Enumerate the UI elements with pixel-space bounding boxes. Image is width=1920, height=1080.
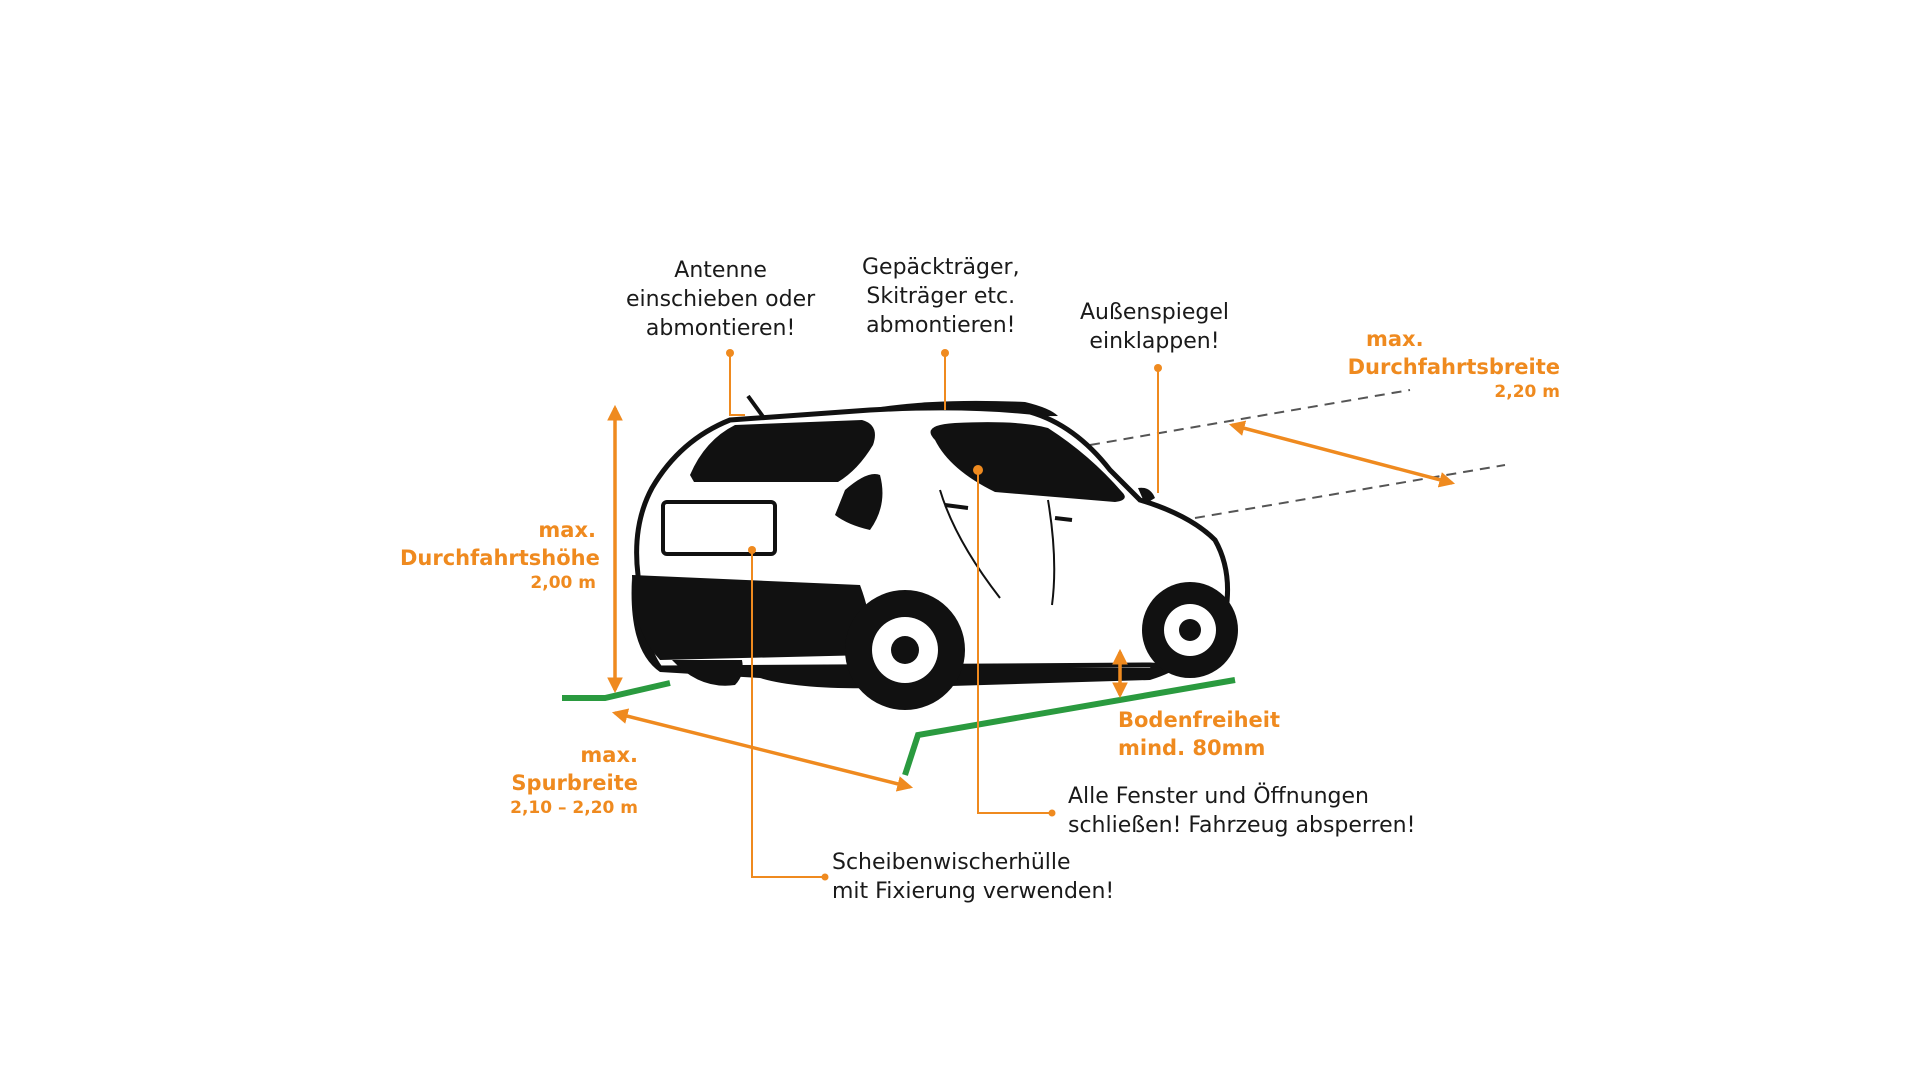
clearance-title: Bodenfreiheit bbox=[1118, 708, 1281, 732]
passage-width-value: 2,20 m bbox=[1494, 382, 1560, 403]
callout-leaders bbox=[729, 353, 1159, 878]
dimension-arrows bbox=[607, 404, 1456, 792]
callout-roof-rack-line-1: Gepäckträger, bbox=[862, 255, 1020, 280]
callout-windows-line-1: Alle Fenster und Öffnungen bbox=[1068, 784, 1369, 809]
callout-dots bbox=[726, 349, 1162, 881]
callout-antenna: Antenne einschieben oder abmontieren! bbox=[626, 256, 815, 343]
track-width-arrow bbox=[611, 708, 914, 792]
passage-width-arrow bbox=[1228, 420, 1456, 488]
height-title: Durchfahrtshöhe bbox=[400, 545, 600, 570]
dimension-label-passage-width: max. Durchfahrtsbreite 2,20 m bbox=[1320, 326, 1560, 404]
antenna-leader bbox=[729, 353, 745, 416]
callout-wiper-line-2: mit Fixierung verwenden! bbox=[832, 879, 1115, 905]
clearance-value: mind. 80mm bbox=[1118, 735, 1266, 760]
callout-roof-rack-line-2: Skiträger etc. bbox=[866, 284, 1016, 310]
callout-mirror-line-2: einklappen! bbox=[1089, 329, 1220, 355]
dimension-label-ground-clearance: Bodenfreiheit mind. 80mm bbox=[1118, 707, 1280, 762]
callout-wiper: Scheibenwischerhülle mit Fixierung verwe… bbox=[832, 848, 1114, 906]
dimension-label-height: max. Durchfahrtshöhe 2,00 m bbox=[400, 517, 600, 595]
callout-roof-rack-line-3: abmontieren! bbox=[866, 313, 1016, 339]
car-silhouette bbox=[631, 394, 1238, 710]
callout-windows-line-2: schließen! Fahrzeug absperren! bbox=[1068, 813, 1416, 839]
dimension-label-track-width: max. Spurbreite 2,10 – 2,20 m bbox=[420, 742, 638, 820]
wiper-leader bbox=[751, 550, 825, 878]
height-prefix: max. bbox=[538, 518, 596, 542]
callout-antenna-line-2: einschieben oder bbox=[626, 287, 816, 313]
height-value: 2,00 m bbox=[530, 573, 596, 594]
callout-windows: Alle Fenster und Öffnungen schließen! Fa… bbox=[1068, 782, 1415, 840]
passage-width-prefix: max. bbox=[1366, 327, 1424, 351]
track-width-title: Spurbreite bbox=[511, 770, 638, 795]
track-width-value: 2,10 – 2,20 m bbox=[510, 798, 638, 819]
callout-antenna-line-1: Antenne bbox=[674, 258, 767, 283]
callout-roof-rack: Gepäckträger, Skiträger etc. abmontieren… bbox=[862, 253, 1020, 340]
callout-antenna-line-3: abmontieren! bbox=[645, 316, 796, 342]
callout-mirror-line-1: Außenspiegel bbox=[1080, 300, 1230, 325]
callout-mirror: Außenspiegel einklappen! bbox=[1080, 298, 1229, 356]
callout-wiper-line-1: Scheibenwischerhülle bbox=[832, 850, 1071, 875]
windows-leader bbox=[977, 470, 1052, 814]
track-width-prefix: max. bbox=[580, 743, 638, 767]
passage-width-title: Durchfahrtsbreite bbox=[1347, 354, 1560, 379]
